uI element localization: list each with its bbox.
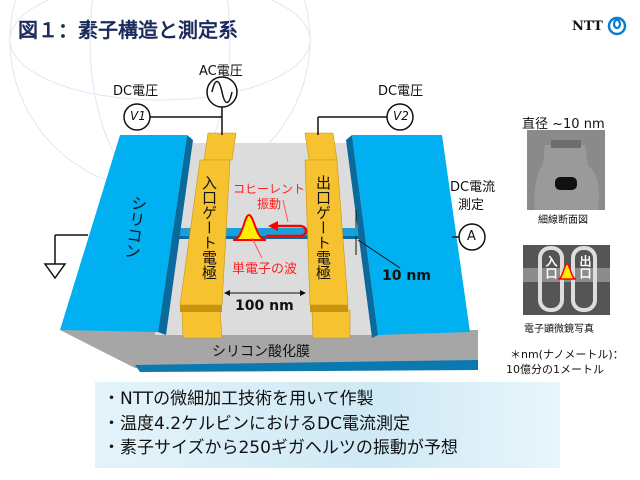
v2-voltmeter bbox=[386, 103, 414, 131]
measurement-label: 測定 bbox=[458, 198, 485, 213]
footnote-line2: 10億分の1メートル bbox=[506, 363, 604, 376]
bullet-item: ・素子サイズから250ギガヘルツの振動が予想 bbox=[103, 438, 458, 458]
logo-text: NTT bbox=[572, 18, 603, 34]
sem-caption: 電子顕微鏡写真 bbox=[524, 324, 594, 335]
ntt-logo: NTT bbox=[572, 16, 627, 36]
cross-section-header: 直径 ~10 nm bbox=[522, 117, 605, 132]
bullet-item: ・温度4.2ケルビンにおけるDC電流測定 bbox=[103, 413, 410, 434]
bullet-item: ・NTTの微細加工技術を用いて作製 bbox=[103, 389, 374, 409]
ac-voltage-label: AC電圧 bbox=[199, 64, 243, 79]
dc-voltage-right-label: DC電圧 bbox=[378, 84, 424, 99]
input-gate-label: 入口ゲート電極 bbox=[200, 175, 218, 280]
single-electron-wave-label: 単電子の波 bbox=[232, 262, 298, 277]
footnote-line1: ＊nm(ナノメートル)： bbox=[510, 348, 624, 361]
oscillation-label: 振動 bbox=[257, 197, 282, 211]
output-gate-label: 出口ゲート電極 bbox=[314, 175, 332, 280]
ammeter-label: A bbox=[467, 229, 476, 244]
ntt-logo-icon bbox=[607, 16, 627, 36]
oscillation-arrow-icon bbox=[266, 224, 308, 238]
summary-box: ・NTTの微細加工技術を用いて作製 ・温度4.2ケルビンにおけるDC電流測定 ・… bbox=[95, 382, 560, 468]
electron-wave-icon bbox=[232, 213, 267, 241]
page-title: 図１：素子構造と測定系 bbox=[18, 18, 238, 42]
oxide-front-face bbox=[60, 330, 478, 368]
silicon-pad-right bbox=[352, 135, 470, 335]
sem-in-label: 入口 bbox=[544, 255, 558, 279]
v1-label: V1 bbox=[130, 109, 146, 123]
ac-source-icon bbox=[206, 76, 238, 108]
gap-width-label: 100 nm bbox=[235, 298, 294, 314]
substrate-strip bbox=[135, 360, 478, 372]
cross-section-caption: 細線断面図 bbox=[538, 215, 588, 226]
sem-out-label: 出口 bbox=[578, 255, 592, 279]
silicon-pad-left bbox=[60, 135, 187, 332]
dc-current-label: DC電流 bbox=[450, 180, 496, 195]
dc-voltage-left-label: DC電圧 bbox=[113, 84, 159, 99]
wire-width-label: 10 nm bbox=[382, 268, 431, 284]
v1-voltmeter bbox=[123, 103, 151, 131]
circuit-wires bbox=[43, 107, 459, 280]
v2-label: V2 bbox=[393, 109, 409, 123]
coherent-oscillation-label: コヒーレント bbox=[233, 182, 306, 196]
footnote: ＊nm(ナノメートル)： 10億分の1メートル bbox=[506, 347, 624, 377]
oxide-label: シリコン酸化膜 bbox=[212, 344, 310, 360]
ammeter-icon bbox=[458, 223, 486, 251]
